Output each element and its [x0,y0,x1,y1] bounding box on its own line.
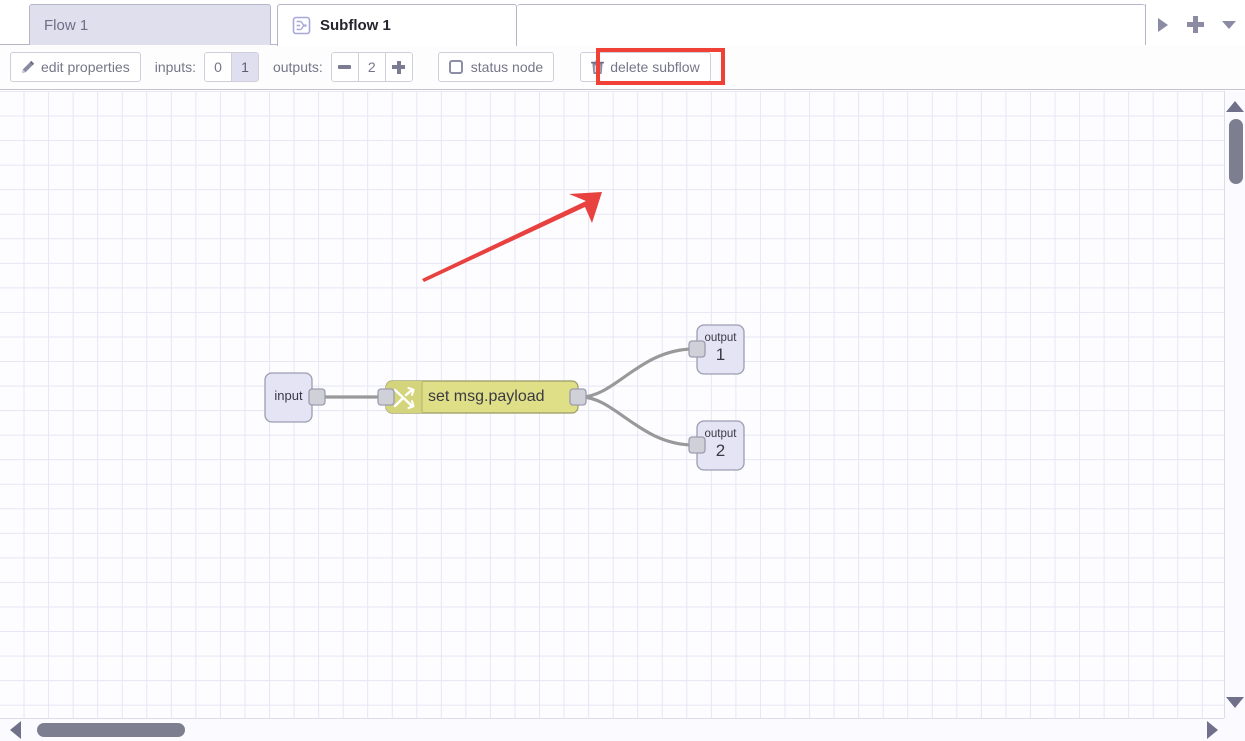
node-subflow-output-1[interactable] [688,324,745,375]
flow-menu-button[interactable] [1216,12,1242,38]
tab-subflow-1-label: Subflow 1 [320,17,391,34]
node-subflow-input[interactable] [264,372,326,423]
inputs-option-0[interactable]: 0 [203,52,232,82]
edit-properties-button[interactable]: edit properties [10,52,141,82]
plus-icon [392,60,406,74]
outputs-label: outputs: [272,59,323,75]
tab-flow-1-label: Flow 1 [44,16,89,34]
delete-subflow-button[interactable]: delete subflow [580,52,711,82]
port-change-out[interactable] [569,388,587,406]
port-output-1-in[interactable] [688,340,706,358]
wire-change-to-output-2[interactable] [580,395,695,447]
add-flow-button[interactable] [1183,12,1209,38]
vertical-scrollbar[interactable] [1224,91,1245,718]
tab-flow-1[interactable]: Flow 1 [29,4,271,45]
plus-icon [1187,16,1204,33]
node-subflow-output-2[interactable] [688,420,745,471]
port-output-2-in[interactable] [688,436,706,454]
outputs-decrement-button[interactable] [330,52,359,82]
delete-subflow-label: delete subflow [610,59,700,75]
status-node-label: status node [470,59,544,75]
subflow-toolbar: edit properties inputs: 0 1 outputs: 2 s… [0,45,1245,90]
inputs-toggle: 0 1 [203,52,259,82]
scroll-right-button-horizontal[interactable] [1207,721,1218,739]
horizontal-scrollbar[interactable] [0,718,1245,741]
flow-tab-bar: Flow 1 Subflow 1 [0,0,1245,46]
port-change-in[interactable] [377,388,395,406]
subflow-icon [292,16,311,35]
inputs-label: inputs: [154,59,196,75]
subflow-canvas[interactable]: input set msg.payload output 1 output 2 [0,91,1224,718]
triangle-right-icon [1157,17,1168,32]
pencil-icon [21,60,35,74]
chevron-down-icon [1221,20,1236,29]
red-arrow-annotation [422,192,602,282]
port-input-out[interactable] [308,388,326,406]
swap-arrows-icon [393,386,415,410]
tab-bar-controls [1145,4,1245,45]
canvas-graph [264,192,745,471]
scroll-right-button[interactable] [1150,12,1176,38]
horizontal-scroll-thumb[interactable] [37,723,185,737]
checkbox-icon [448,60,463,74]
tab-subflow-1[interactable]: Subflow 1 [277,4,517,46]
outputs-value: 2 [357,52,386,82]
inputs-option-1[interactable]: 1 [230,52,259,82]
trash-icon [591,60,605,75]
scrollbar-corner [1224,718,1245,741]
scroll-up-button[interactable] [1226,101,1244,112]
edit-properties-label: edit properties [41,59,130,75]
node-input-body[interactable] [264,372,313,423]
scroll-down-button[interactable] [1226,697,1244,708]
tab-bar-filler [517,4,1145,45]
outputs-increment-button[interactable] [384,52,413,82]
wire-change-to-output-1[interactable] [580,347,695,399]
scroll-left-button[interactable] [10,721,21,739]
node-change[interactable] [377,380,587,414]
vertical-scroll-thumb[interactable] [1229,119,1243,184]
status-node-checkbox[interactable]: status node [437,52,555,82]
outputs-stepper: 2 [330,52,413,82]
minus-icon [338,65,352,69]
